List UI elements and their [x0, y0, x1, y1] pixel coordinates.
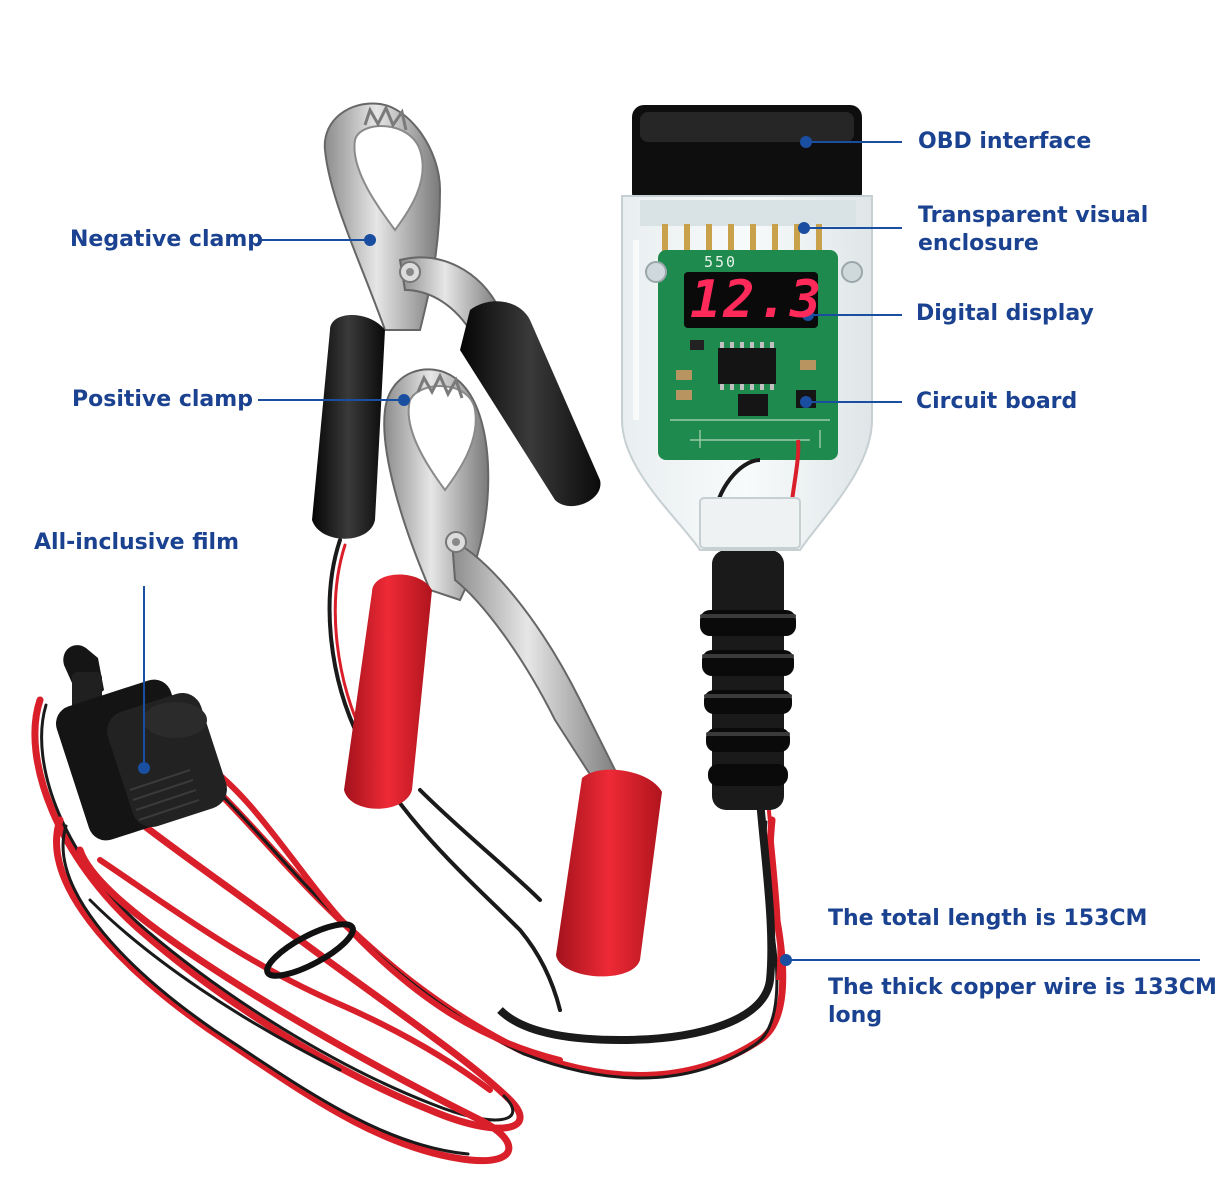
strain-relief: [700, 550, 796, 810]
label-circuit-board: Circuit board: [916, 389, 1078, 414]
fuse-holder: [55, 645, 227, 841]
negative-clamp: [312, 102, 601, 539]
label-all-inclusive-film: All-inclusive film: [34, 530, 240, 555]
obd-connector: [621, 105, 873, 551]
label-total-length: The total length is 153CM: [828, 906, 1148, 931]
positive-clamp: [344, 368, 662, 977]
label-transparent-enclosure-line2: enclosure: [918, 231, 1039, 256]
label-positive-clamp: Positive clamp: [72, 387, 253, 412]
main-cable: [497, 799, 782, 1045]
label-obd-interface: OBD interface: [918, 129, 1092, 154]
digital-display-panel: [684, 272, 818, 328]
leader-lines: [138, 136, 1200, 966]
display-reading: 12.3: [690, 270, 824, 330]
board-marking: 550: [704, 253, 738, 271]
label-negative-clamp: Negative clamp: [70, 227, 264, 252]
label-copper-wire-line2: long: [828, 1003, 883, 1028]
coiled-wire: [31, 538, 787, 1165]
label-copper-wire-line1: The thick copper wire is 133CM: [828, 975, 1217, 1000]
label-transparent-enclosure-line1: Transparent visual: [918, 203, 1149, 228]
label-digital-display: Digital display: [916, 301, 1094, 326]
ic-chip: [718, 348, 776, 384]
